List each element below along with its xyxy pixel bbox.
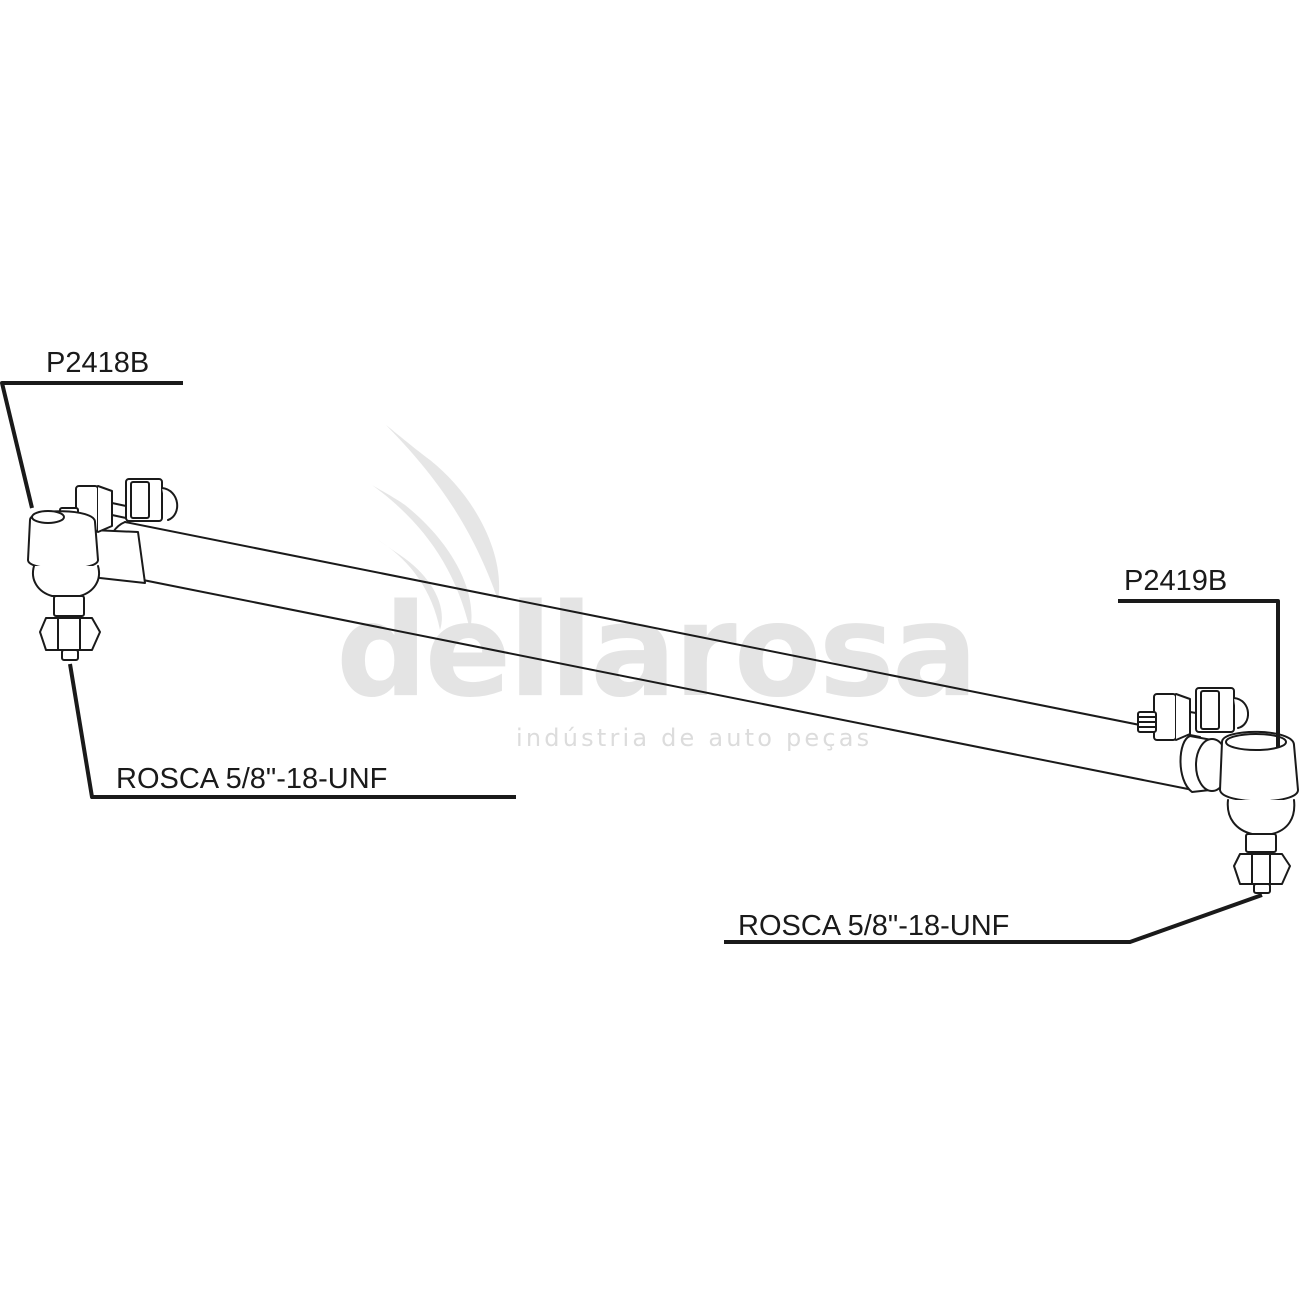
leader-thread-right [724, 893, 1263, 944]
part-number-left: P2418B [46, 347, 150, 379]
thread-spec-left: ROSCA 5/8"-18-UNF [116, 763, 388, 795]
tie-rod-tube [105, 521, 1201, 791]
watermark-brand: dellarosa [336, 577, 978, 726]
left-ball-joint [27, 507, 101, 661]
leader-part-right [1118, 599, 1280, 747]
part-number-right: P2419B [1124, 565, 1228, 597]
left-clamp [75, 478, 178, 584]
leader-part-left [0, 381, 183, 509]
watermark-tagline: indústria de auto peças [516, 724, 873, 752]
right-ball-joint [1195, 730, 1299, 894]
leader-thread-left [68, 663, 516, 799]
leader-lines [0, 381, 1280, 944]
thread-spec-right: ROSCA 5/8"-18-UNF [738, 910, 1010, 942]
